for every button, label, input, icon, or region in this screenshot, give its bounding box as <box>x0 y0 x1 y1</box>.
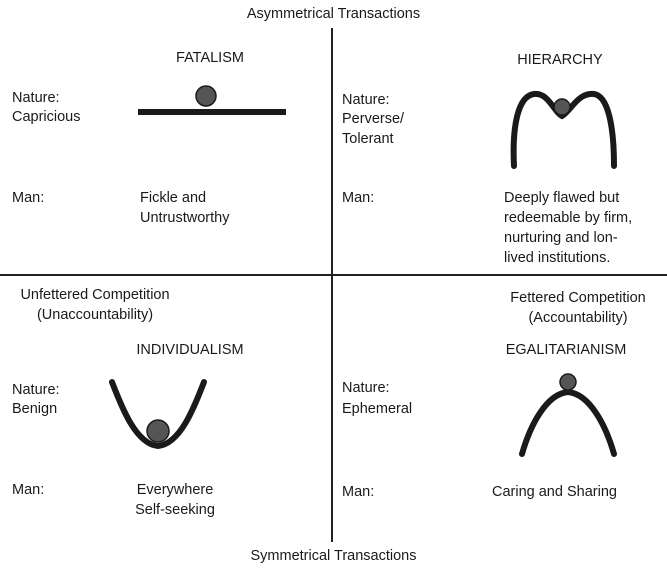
horizontal-axis-line <box>0 274 667 276</box>
axis-label-left: Unfettered Competition(Unaccountability) <box>20 287 170 323</box>
axis-label-right: Fettered Competition(Accountability) <box>510 290 646 326</box>
man-label: Man: <box>12 482 45 498</box>
man-label: Man: <box>342 190 375 206</box>
man-value: Caring and Sharing <box>492 484 617 500</box>
quadrant-title: INDIVIDUALISM <box>136 342 244 358</box>
nature-value: Perverse/Tolerant <box>342 111 405 147</box>
nature-label: Nature: <box>342 380 390 396</box>
ball-on-peak-icon <box>519 373 617 457</box>
ball-on-flat-line-icon <box>138 85 286 115</box>
quadrant-title: HIERARCHY <box>517 52 603 68</box>
nature-value: Benign <box>12 401 58 417</box>
nature-value: Ephemeral <box>342 401 413 417</box>
quadrant-title: EGALITARIANISM <box>505 342 627 358</box>
axis-label-top: Asymmetrical Transactions <box>246 6 421 22</box>
vertical-axis-line <box>331 28 333 542</box>
nature-label: Nature: <box>12 90 60 106</box>
nature-label: Nature: <box>12 382 60 398</box>
ball-in-shallow-dip-icon <box>510 90 617 169</box>
quadrant-title: FATALISM <box>176 50 244 66</box>
nature-label: Nature: <box>342 92 390 108</box>
nature-value: Capricious <box>12 109 81 125</box>
man-label: Man: <box>12 190 45 206</box>
man-value: Deeply flawed but redeemable by firm, nu… <box>504 190 633 266</box>
man-label: Man: <box>342 484 375 500</box>
ball-in-valley-icon <box>109 379 207 450</box>
axis-label-bottom: Symmetrical Transactions <box>250 548 417 564</box>
